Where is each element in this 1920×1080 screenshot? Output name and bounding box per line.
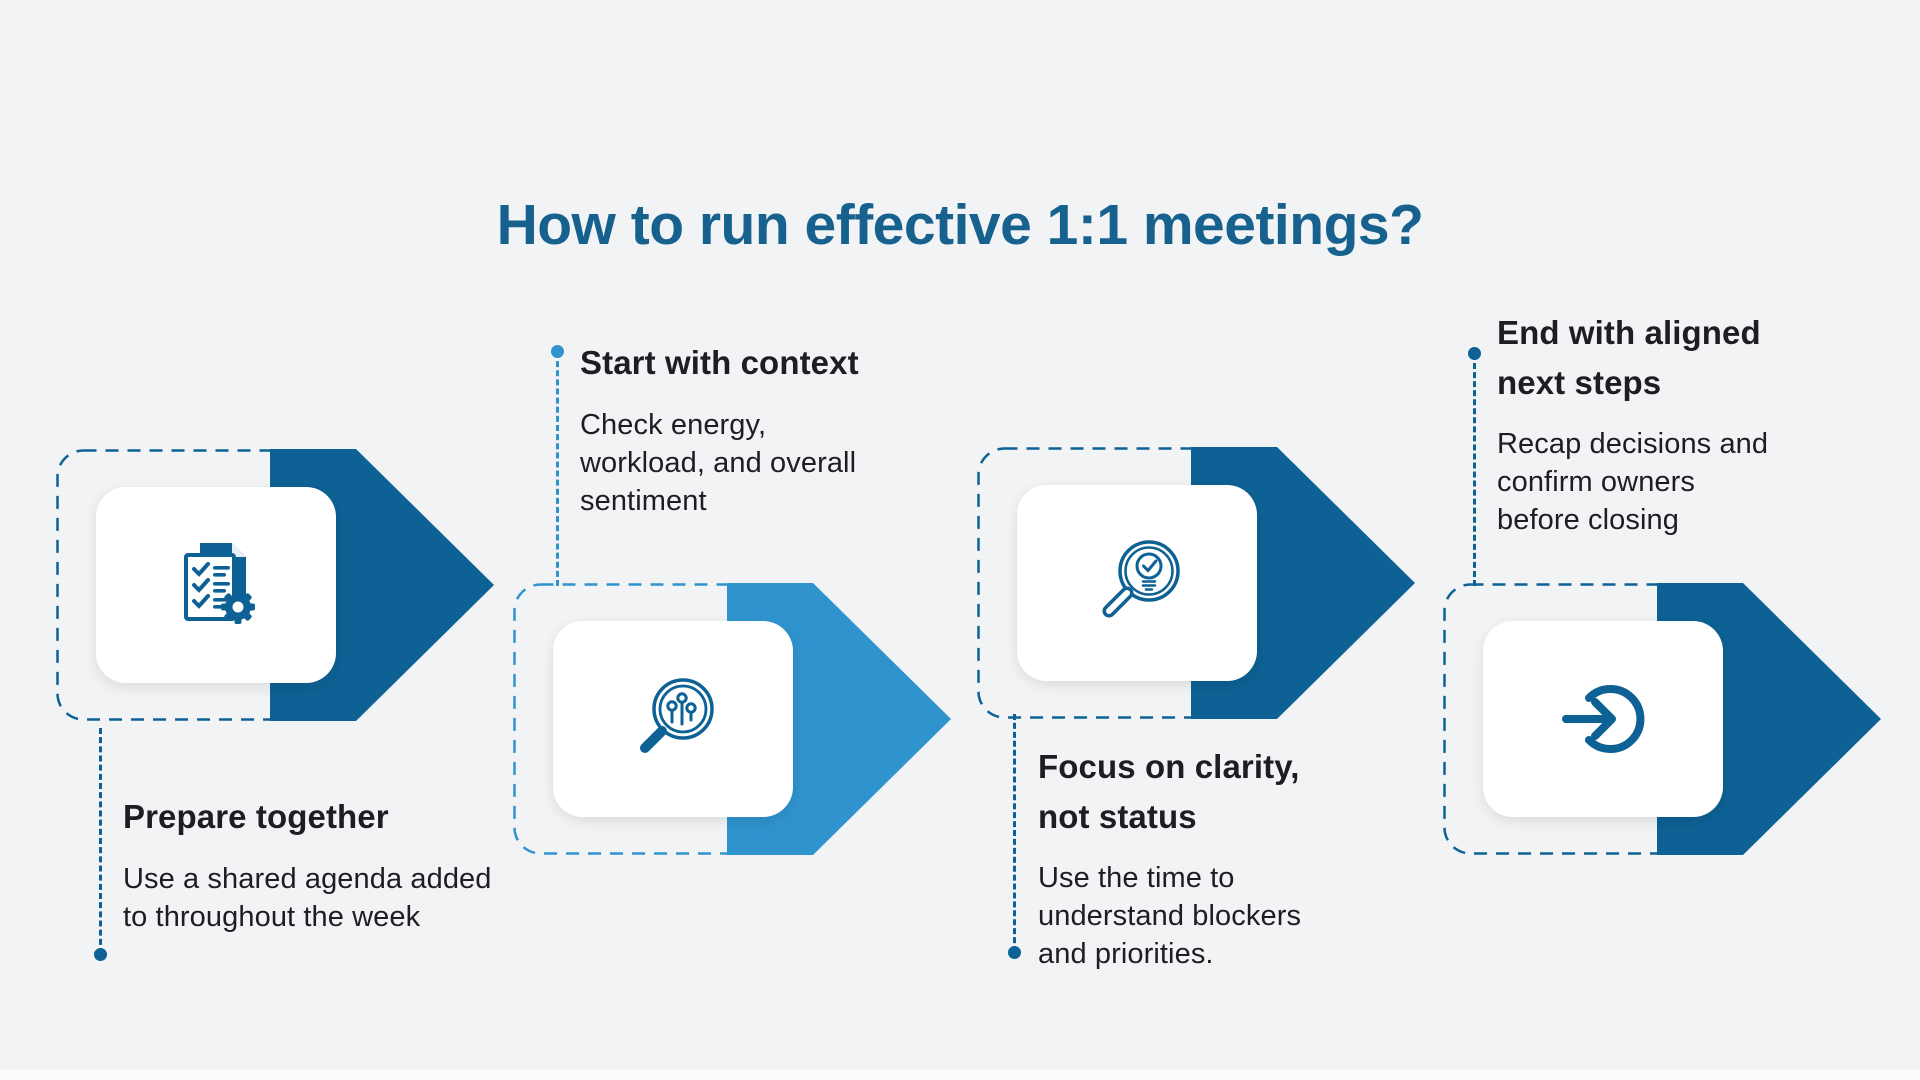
arrow-card-shape bbox=[1443, 583, 1881, 855]
enter-arrow-icon bbox=[1562, 685, 1645, 753]
step-3-text: Focus on clarity, not status Use the tim… bbox=[1038, 742, 1301, 973]
arrow-card-shape bbox=[56, 449, 494, 721]
step-body: Use a shared agenda added to throughout … bbox=[123, 860, 492, 936]
step-body-line: and priorities. bbox=[1038, 938, 1214, 970]
page-title: How to run effective 1:1 meetings? bbox=[496, 193, 1424, 257]
step-body-line: Use a shared agenda added bbox=[123, 862, 492, 895]
step-body-line: understand blockers bbox=[1038, 900, 1302, 932]
step-4-card bbox=[1443, 583, 1883, 855]
step-title-line: next steps bbox=[1497, 363, 1662, 401]
step-title: Focus on clarity, not status bbox=[1038, 742, 1301, 841]
step-body-line: sentiment bbox=[580, 484, 707, 517]
step-body-line: before closing bbox=[1497, 504, 1679, 536]
connector-line bbox=[94, 728, 107, 961]
connector-line bbox=[1008, 714, 1021, 959]
bottom-strip bbox=[0, 1070, 1920, 1080]
step-4-text: End with aligned next steps Recap decisi… bbox=[1497, 308, 1768, 539]
step-body-line: to throughout the week bbox=[123, 900, 421, 933]
step-body-line: Check energy, bbox=[580, 408, 767, 441]
step-body: Recap decisions and confirm owners befor… bbox=[1497, 425, 1768, 539]
step-title-line: Focus on clarity, bbox=[1038, 748, 1300, 785]
step-3-card bbox=[977, 447, 1417, 719]
step-title: Prepare together bbox=[123, 792, 492, 842]
step-body-line: Use the time to bbox=[1038, 862, 1235, 894]
arrow-card-shape bbox=[513, 583, 951, 855]
step-2-card bbox=[513, 583, 953, 855]
step-body: Use the time to understand blockers and … bbox=[1038, 859, 1301, 973]
step-2-text: Start with context Check energy, workloa… bbox=[580, 338, 859, 520]
connector-line bbox=[551, 345, 564, 586]
magnifier-data-icon bbox=[640, 678, 714, 753]
step-1-card bbox=[56, 449, 496, 721]
step-body-line: confirm owners bbox=[1497, 466, 1696, 498]
step-title: Start with context bbox=[580, 338, 859, 388]
arrow-card-shape bbox=[977, 447, 1415, 719]
step-title: End with aligned next steps bbox=[1497, 308, 1768, 407]
connector-line bbox=[1468, 347, 1481, 586]
step-body-line: workload, and overall bbox=[580, 446, 857, 479]
step-body-line: Recap decisions and bbox=[1497, 428, 1769, 460]
step-title-line: not status bbox=[1038, 797, 1197, 835]
step-title-line: Prepare together bbox=[123, 798, 389, 835]
step-1-text: Prepare together Use a shared agenda add… bbox=[123, 792, 492, 936]
checklist-gear-icon bbox=[184, 543, 255, 624]
step-body: Check energy, workload, and overall sent… bbox=[580, 406, 859, 520]
step-title-line: Start with context bbox=[580, 344, 859, 381]
step-title-line: End with aligned bbox=[1497, 314, 1761, 351]
magnifier-bulb-icon bbox=[1102, 540, 1180, 618]
